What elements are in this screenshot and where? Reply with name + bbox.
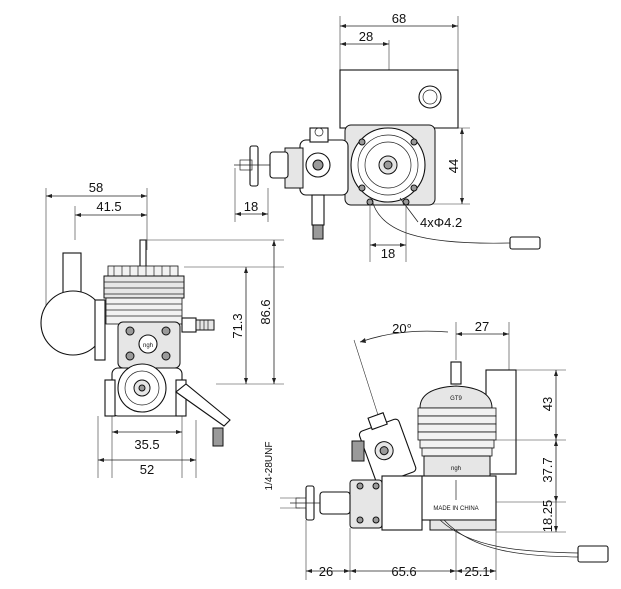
side-view: 20° 27 GT9 ngh MADE IN CHINA (264, 319, 609, 580)
front-view: 58 41.5 n (40, 180, 284, 478)
dim-44: 44 (446, 159, 461, 173)
dim-68: 68 (392, 11, 406, 26)
dim-41-5: 41.5 (96, 199, 121, 214)
dim-35-5: 35.5 (134, 437, 159, 452)
dim-18-prop: 18 (244, 199, 258, 214)
dim-28: 28 (359, 29, 373, 44)
dim-27: 27 (475, 319, 489, 334)
dim-25-1: 25.1 (464, 564, 489, 579)
dim-71-3: 71.3 (230, 313, 245, 338)
thread-spec: 1/4-28UNF (264, 442, 275, 491)
dim-18-mount: 18 (381, 246, 395, 261)
dim-43: 43 (540, 397, 555, 411)
dim-65-6: 65.6 (391, 564, 416, 579)
dim-18-25: 18.25 (540, 500, 555, 533)
muffler-outlet (418, 85, 442, 109)
mount-hole-callout: 4xΦ4.2 (420, 215, 462, 230)
top-view: 68 28 44 (234, 11, 541, 262)
dim-angle-20: 20° (392, 321, 412, 336)
dim-58: 58 (89, 180, 103, 195)
brand-logo-front: ngh (143, 343, 153, 349)
brand-logo-side: ngh (451, 466, 461, 472)
dim-52: 52 (140, 462, 154, 477)
origin-label: MADE IN CHINA (433, 506, 478, 512)
dim-26: 26 (319, 564, 333, 579)
dim-86-6: 86.6 (258, 299, 273, 324)
dim-37-7: 37.7 (540, 457, 555, 482)
model-label: GT9 (450, 396, 462, 402)
